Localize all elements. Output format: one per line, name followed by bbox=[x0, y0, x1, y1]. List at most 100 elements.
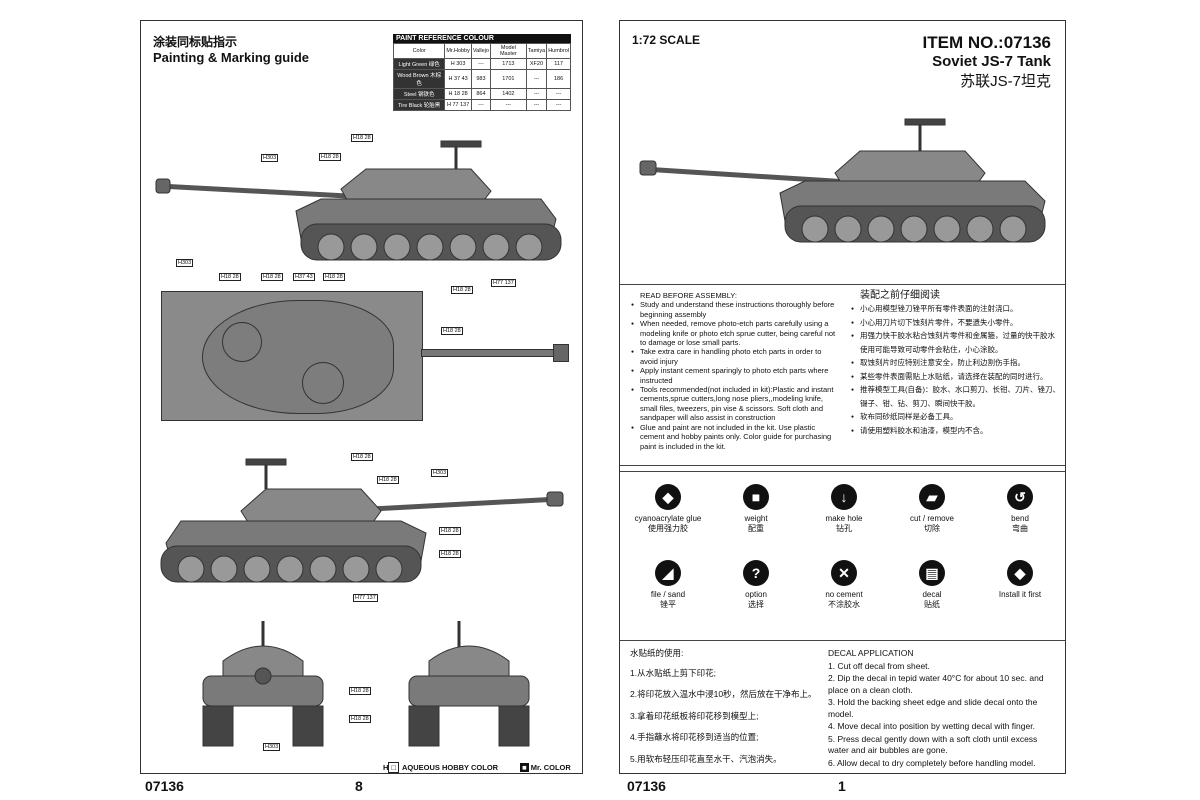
symbol-label-zh: 弯曲 bbox=[1012, 524, 1028, 533]
header-cell: Mr.Hobby bbox=[444, 43, 472, 59]
road-wheel bbox=[317, 233, 345, 261]
read-before-heading-zh: 装配之前仔细阅读 bbox=[860, 290, 940, 301]
decal-heading-zh: 水贴纸的使用: bbox=[630, 648, 684, 658]
symbol-label-zh: 不涂胶水 bbox=[828, 600, 860, 609]
table-cell: 983 bbox=[470, 69, 491, 89]
table-cell: --- bbox=[470, 58, 491, 70]
weight-icon: ■ bbox=[743, 484, 769, 510]
symbol-label-en: option bbox=[745, 590, 767, 599]
guide-title-zh: 涂装同标贴指示 bbox=[153, 35, 238, 49]
color-name-cell: Wood Brown 木棕色 bbox=[392, 69, 446, 89]
symbol-item: ◆ Install it first bbox=[982, 560, 1058, 600]
read-before-heading: READ BEFORE ASSEMBLY: bbox=[640, 291, 737, 300]
table-cell: H 303 bbox=[444, 58, 472, 70]
install-first-icon: ◆ bbox=[1007, 560, 1033, 586]
paint-callout: H18 28 bbox=[319, 153, 341, 161]
table-cell: H 37 43 bbox=[444, 69, 472, 89]
table-cell: --- bbox=[489, 99, 527, 111]
table-cell: 1713 bbox=[489, 58, 527, 70]
road-wheel bbox=[966, 215, 994, 243]
tank-rear-view bbox=[408, 621, 530, 747]
read-before-zh: 装配之前仔细阅读 小心用模型锉刀锉平所有零件表面的注射浇口。 小心用刀片切下蚀刻… bbox=[848, 290, 1060, 438]
decal-step: 2. Dip the decal in tepid water 40°C for… bbox=[828, 673, 1044, 695]
table-row: Wood Brown 木棕色 H 37 43 983 1701 --- 186 bbox=[392, 69, 571, 89]
symbol-label-zh: 使用强力胶 bbox=[648, 524, 688, 533]
table-cell: XF20 bbox=[525, 58, 548, 70]
road-wheels bbox=[801, 215, 1027, 243]
paint-callout: H18 28 bbox=[219, 273, 241, 281]
list-item: Tools recommended(not included in kit):P… bbox=[631, 385, 838, 423]
road-wheel bbox=[515, 233, 543, 261]
road-wheel bbox=[867, 215, 895, 243]
color-name-cell: Tire Black 轮胎黑 bbox=[392, 99, 446, 111]
color-name-cell: Light Green 绿色 bbox=[392, 58, 446, 70]
list-item: 请使用塑料胶水和油漆，模型内不含。 bbox=[851, 424, 1060, 438]
road-wheel bbox=[350, 233, 378, 261]
symbol-label-zh: 选择 bbox=[748, 600, 764, 609]
road-wheel bbox=[375, 555, 403, 583]
instruction-cover-page: 1:72 SCALE ITEM NO.:07136 Soviet JS-7 Ta… bbox=[619, 20, 1066, 774]
road-wheel bbox=[383, 233, 411, 261]
paint-callout: H303 bbox=[176, 259, 194, 267]
paint-callout: H303 bbox=[261, 154, 279, 162]
paint-callout: H18 28 bbox=[323, 273, 345, 281]
decal-instructions-zh: 水贴纸的使用: 1.从水贴纸上剪下印花; 2.将印花放入温水中浸10秒，然后放在… bbox=[630, 648, 825, 766]
list-item: Apply instant cement sparingly to photo … bbox=[631, 366, 838, 385]
table-cell: --- bbox=[546, 88, 571, 100]
list-item: 推荐模型工具(自备)：胶水、水口剪刀、长钳、刀片、锉刀、镊子、钳、钻、剪刀、瞬间… bbox=[851, 383, 1060, 410]
paint-callout: H303 bbox=[263, 743, 281, 751]
guide-title-en: Painting & Marking guide bbox=[153, 50, 310, 65]
product-name-zh: 苏联JS-7坦克 bbox=[960, 73, 1051, 90]
paint-callout: H18 28 bbox=[439, 550, 461, 558]
road-wheel bbox=[416, 233, 444, 261]
road-wheel bbox=[801, 215, 829, 243]
symbol-label-zh: 切除 bbox=[924, 524, 940, 533]
decal-step: 3. Hold the backing sheet edge and slide… bbox=[828, 697, 1038, 719]
symbol-label-en: decal bbox=[922, 590, 942, 599]
cut-icon: ▰ bbox=[919, 484, 945, 510]
paint-callout: H18 28 bbox=[441, 327, 463, 335]
header-cell: Vallejo bbox=[470, 43, 491, 59]
paint-callout: H18 28 bbox=[351, 453, 373, 461]
paint-callout: H18 28 bbox=[439, 527, 461, 535]
item-number: ITEM NO.:07136 bbox=[922, 33, 1052, 52]
gun-barrel-top bbox=[421, 349, 561, 357]
road-wheel bbox=[342, 555, 370, 583]
road-wheel bbox=[309, 555, 337, 583]
aqueous-legend-label: AQUEOUS HOBBY COLOR bbox=[401, 763, 499, 772]
symbol-label-en: weight bbox=[744, 514, 768, 523]
option-icon: ? bbox=[743, 560, 769, 586]
symbol-label-zh: 贴纸 bbox=[924, 600, 940, 609]
table-row: Tire Black 轮胎黑 H 77 137 --- --- --- --- bbox=[392, 99, 571, 111]
tank-top-view bbox=[161, 291, 423, 421]
paint-callout: H37 43 bbox=[293, 273, 315, 281]
decal-step: 5.用软布轻压印花直至水干、汽泡消失。 bbox=[630, 753, 782, 764]
no-cement-icon: ✕ bbox=[831, 560, 857, 586]
road-wheels bbox=[317, 233, 543, 261]
table-cell: --- bbox=[546, 99, 571, 111]
table-row: Light Green 绿色 H 303 --- 1713 XF20 117 bbox=[392, 58, 571, 70]
symbol-label-en: Install it first bbox=[998, 590, 1042, 599]
paint-table-caption: PAINT REFERENCE COLOUR bbox=[393, 34, 571, 43]
symbol-label-en: cut / remove bbox=[909, 514, 954, 523]
right-page-code: 07136 bbox=[627, 778, 666, 794]
header-cell: Humbrol bbox=[546, 43, 571, 59]
decal-step: 2.将印花放入温水中浸10秒，然后放在干净布上。 bbox=[630, 689, 817, 699]
mr-color-legend-label: Mr. COLOR bbox=[530, 763, 571, 772]
paint-callout: H18 28 bbox=[349, 687, 371, 695]
bend-icon: ↺ bbox=[1007, 484, 1033, 510]
table-cell: 864 bbox=[470, 88, 491, 100]
symbol-label-zh: 钻孔 bbox=[836, 524, 852, 533]
paint-callout: H77 137 bbox=[353, 594, 378, 602]
left-page-number: 8 bbox=[355, 778, 363, 794]
table-cell: --- bbox=[470, 99, 491, 111]
road-wheel bbox=[449, 233, 477, 261]
paint-callout: H303 bbox=[431, 469, 449, 477]
paint-legend: H□AQUEOUS HOBBY COLOR ■ Mr. COLOR bbox=[383, 762, 571, 773]
